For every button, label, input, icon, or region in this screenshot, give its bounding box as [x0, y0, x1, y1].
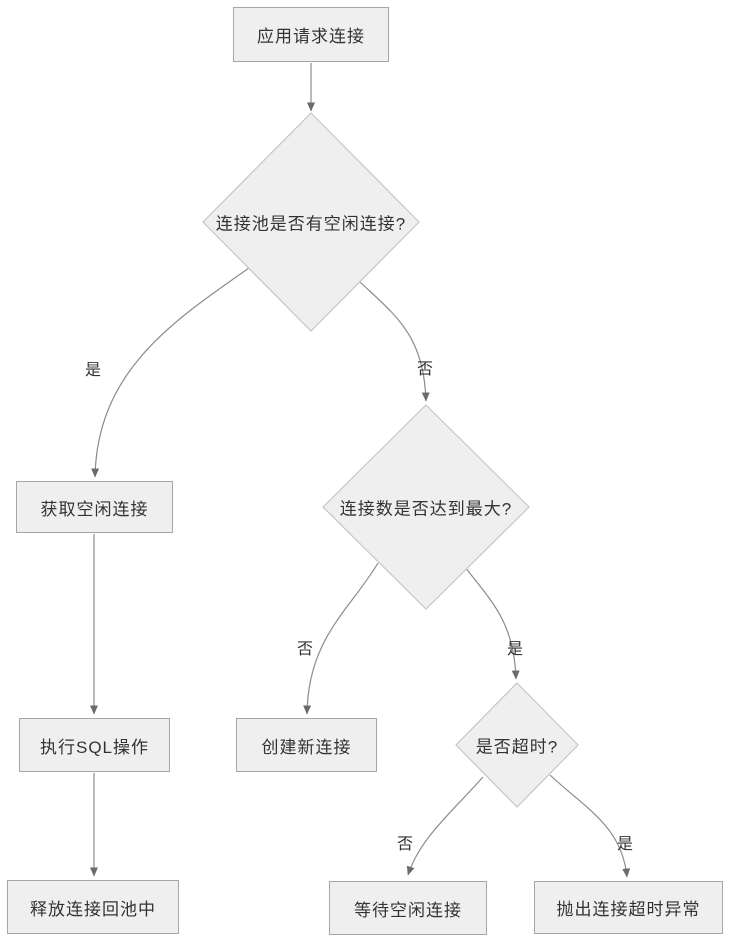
edge-max-yes-to-timeout	[464, 566, 520, 680]
node-release-connection: 释放连接回池中	[7, 880, 179, 934]
decision-has-idle-label: 连接池是否有空闲连接?	[215, 214, 407, 234]
edge-has-idle-no-to-max-reached	[359, 281, 430, 402]
node-create-new-connection: 创建新连接	[236, 718, 377, 772]
edge-max-no-to-create-new	[303, 562, 379, 715]
decision-max-reached-label: 连接数是否达到最大?	[339, 499, 513, 519]
decision-has-idle-shape	[202, 112, 420, 332]
decision-timeout-label: 是否超时?	[475, 737, 559, 757]
decision-timeout-shape	[455, 682, 579, 808]
edge-label-timeout-no: 否	[396, 836, 414, 853]
edge-timeout-no-to-wait-idle	[406, 776, 484, 876]
edge-label-max-no: 否	[296, 641, 314, 658]
node-throw-timeout-exception: 抛出连接超时异常	[534, 881, 723, 934]
decision-max-reached-shape	[322, 404, 530, 610]
edge-timeout-yes-to-throw	[549, 774, 631, 878]
node-wait-idle-connection: 等待空闲连接	[329, 881, 487, 935]
edge-has-idle-yes-to-get-idle	[91, 267, 250, 478]
node-start: 应用请求连接	[233, 7, 389, 62]
edge-label-has-idle-no: 否	[416, 361, 434, 378]
node-execute-sql: 执行SQL操作	[19, 718, 170, 772]
node-get-idle-connection: 获取空闲连接	[16, 481, 173, 533]
edge-label-has-idle-yes: 是	[84, 362, 102, 379]
edge-label-max-yes: 是	[506, 641, 524, 658]
edge-label-timeout-yes: 是	[616, 836, 634, 853]
